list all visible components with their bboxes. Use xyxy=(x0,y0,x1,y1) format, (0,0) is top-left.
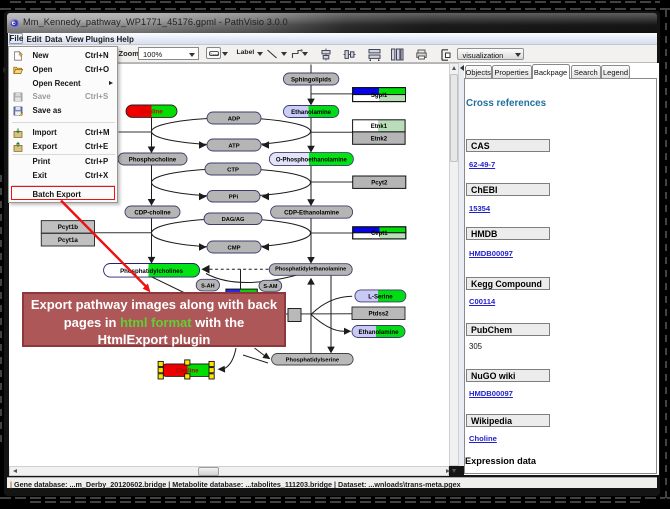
svg-text:Phosphocholine: Phosphocholine xyxy=(129,156,177,163)
svg-text:Sgpl1: Sgpl1 xyxy=(371,93,388,99)
svg-text:Pcyt1a: Pcyt1a xyxy=(58,237,79,244)
svg-text:Ethanolamine: Ethanolamine xyxy=(359,329,400,336)
svg-text:Etnk1: Etnk1 xyxy=(371,124,388,130)
svg-text:Phosphatidylcholines: Phosphatidylcholines xyxy=(120,268,184,275)
svg-text:PPi: PPi xyxy=(229,195,239,201)
svg-text:S-AH: S-AH xyxy=(201,283,214,289)
svg-text:Phosphatidylserine: Phosphatidylserine xyxy=(286,358,340,364)
svg-text:CDP-choline: CDP-choline xyxy=(134,209,171,216)
svg-text:DAG/AG: DAG/AG xyxy=(222,217,245,223)
svg-text:S-AM: S-AM xyxy=(263,284,277,290)
svg-text:Pcyt2: Pcyt2 xyxy=(371,181,388,187)
svg-text:Pcyt1b: Pcyt1b xyxy=(58,224,79,231)
svg-text:Ptdss2: Ptdss2 xyxy=(369,311,390,318)
svg-text:Etnk2: Etnk2 xyxy=(371,136,388,142)
svg-text:Choline: Choline xyxy=(140,109,163,116)
svg-text:O-Phosphoethanolamine: O-Phosphoethanolamine xyxy=(276,158,348,164)
svg-text:Sphingolipids: Sphingolipids xyxy=(291,76,332,83)
svg-text:CMP: CMP xyxy=(227,245,240,251)
svg-text:L-Serine: L-Serine xyxy=(368,293,393,300)
svg-text:CDP-Ethanolamine: CDP-Ethanolamine xyxy=(284,209,339,216)
svg-text:Cept1: Cept1 xyxy=(371,231,388,237)
svg-text:ATP: ATP xyxy=(228,143,239,149)
svg-text:Phosphatidylethanolamine: Phosphatidylethanolamine xyxy=(275,267,346,273)
svg-text:Ethanolamine: Ethanolamine xyxy=(291,109,332,116)
svg-text:CTP: CTP xyxy=(227,167,239,173)
svg-text:ADP: ADP xyxy=(228,116,241,122)
svg-text:Choline: Choline xyxy=(176,368,199,375)
